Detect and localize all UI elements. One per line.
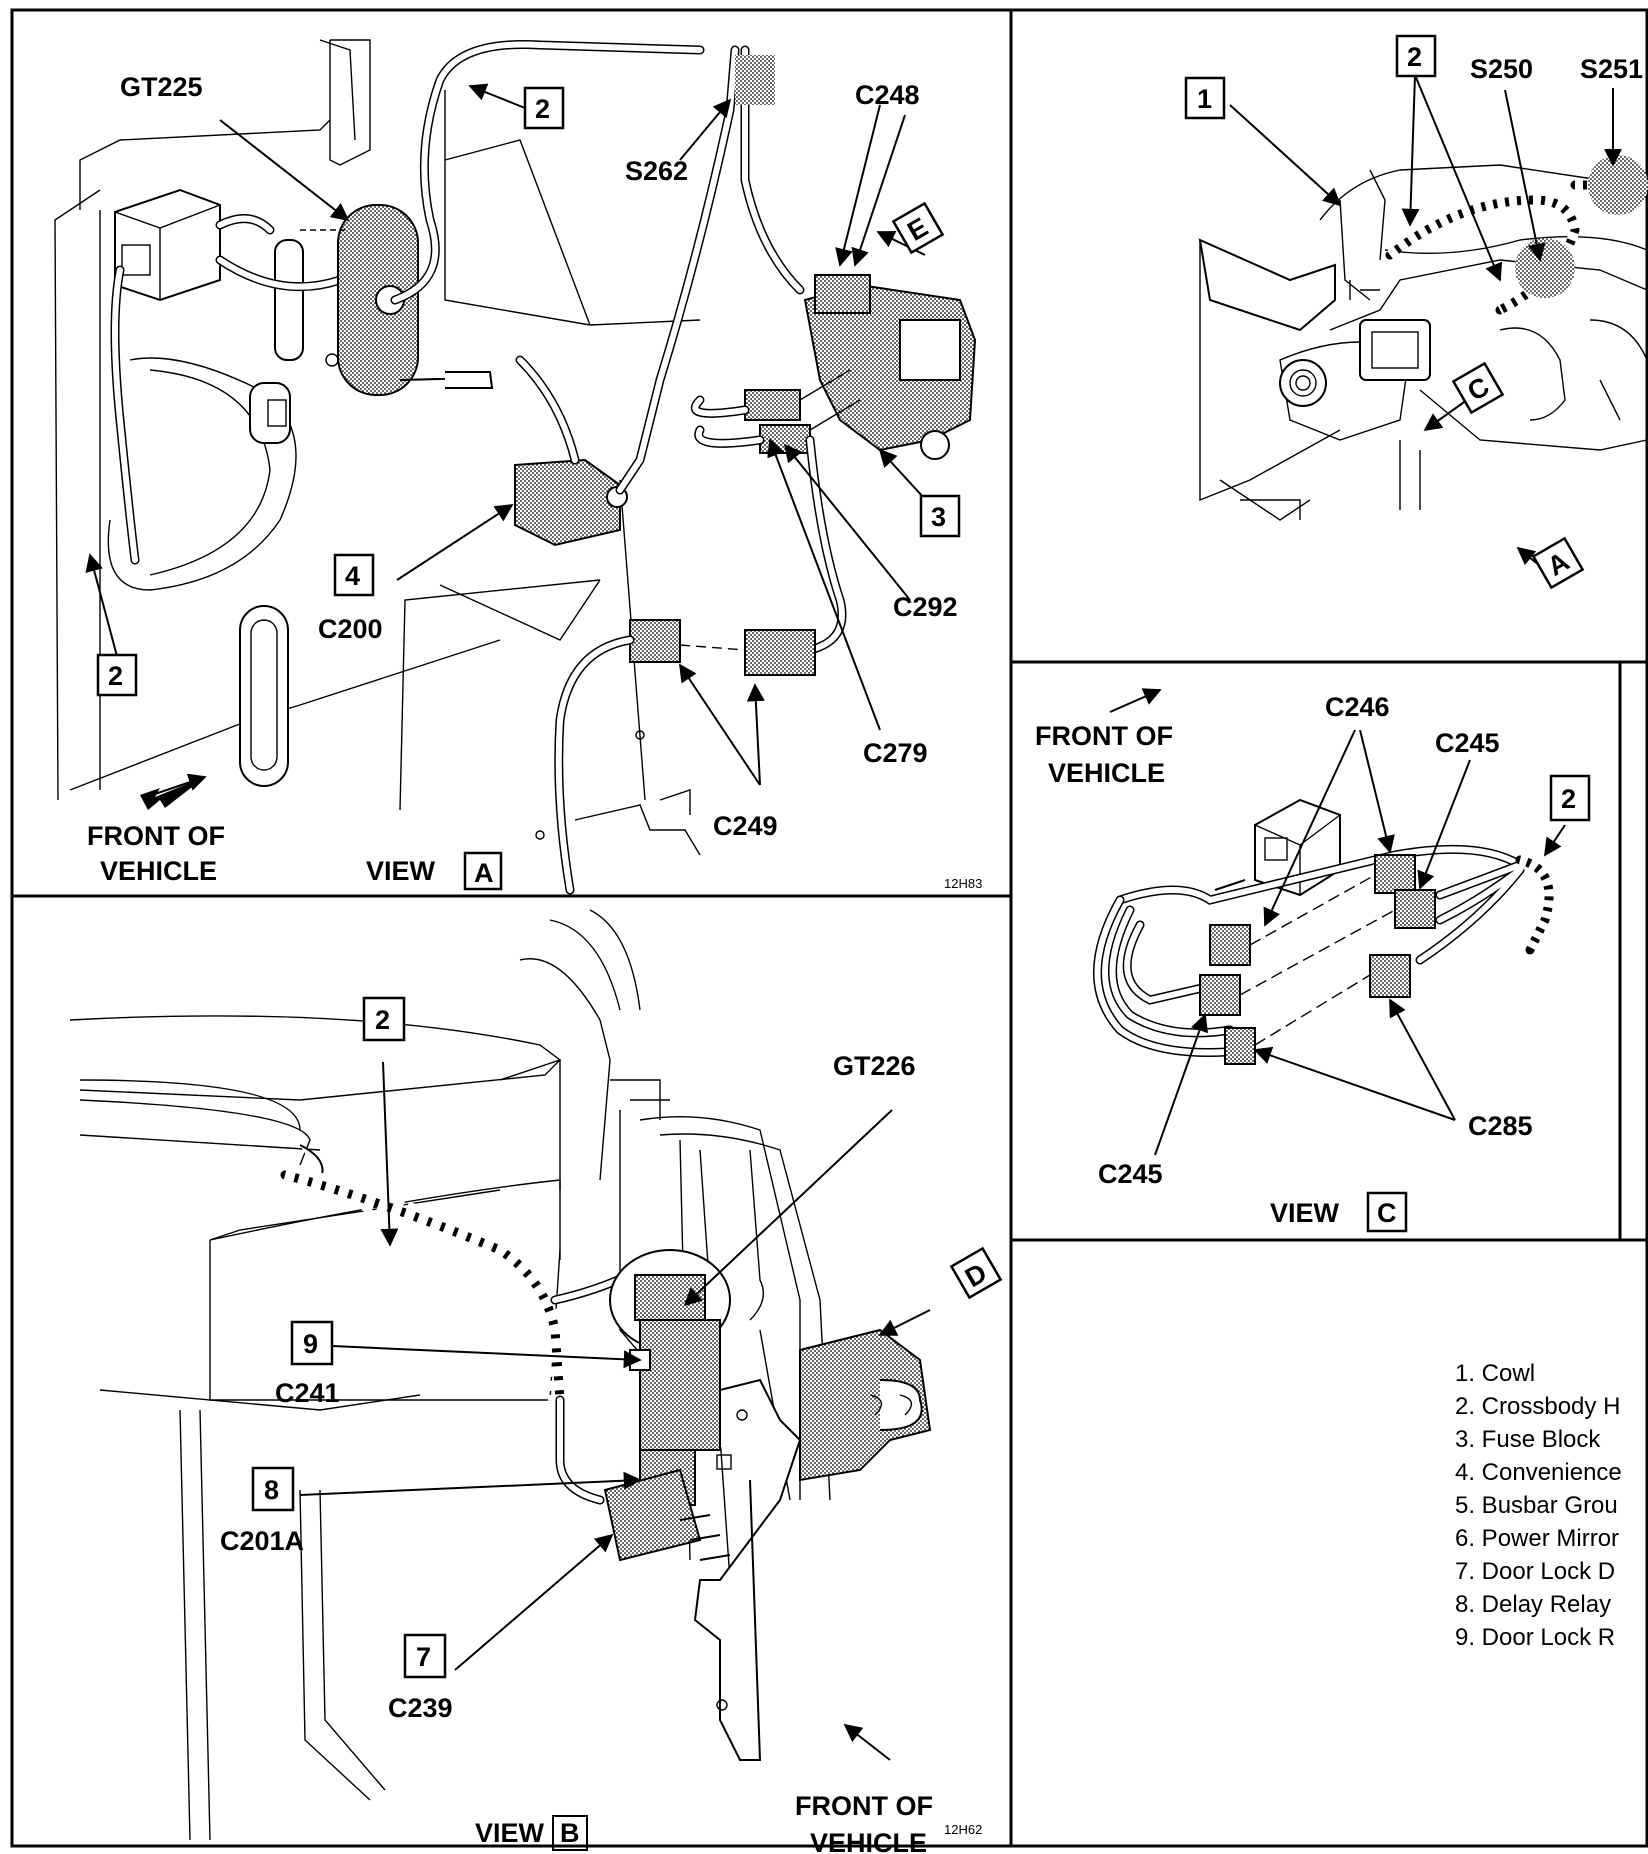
callout-a-2-left: 2 bbox=[96, 653, 138, 697]
label-s250: S250 bbox=[1470, 54, 1533, 84]
svg-text:7: 7 bbox=[416, 1642, 431, 1672]
legend-item-7: 7. Door Lock D bbox=[1455, 1558, 1615, 1585]
callout-b-8: 8 bbox=[251, 1466, 295, 1512]
legend-item-2: 2. Crossbody H bbox=[1455, 1393, 1620, 1420]
label-front-c-2: VEHICLE bbox=[1048, 758, 1165, 788]
legend-item-5: 5. Busbar Grou bbox=[1455, 1492, 1618, 1519]
legend-item-9: 9. Door Lock R bbox=[1455, 1624, 1615, 1651]
callout-cowl-1: 1 bbox=[1184, 76, 1226, 120]
label-gt225: GT225 bbox=[120, 72, 203, 102]
view-a-code: 12H83 bbox=[944, 876, 982, 891]
arrow-a-box: A bbox=[1531, 536, 1585, 590]
label-c249: C249 bbox=[713, 811, 778, 841]
legend-item-8: 8. Delay Relay bbox=[1455, 1591, 1611, 1618]
label-c292: C292 bbox=[893, 592, 958, 622]
arrow-e-box: E bbox=[891, 201, 945, 255]
view-c-title: VIEW bbox=[1270, 1198, 1340, 1228]
label-front-b-2: VEHICLE bbox=[810, 1828, 927, 1854]
callout-a-2-top: 2 bbox=[523, 86, 565, 130]
view-c-panel bbox=[1093, 688, 1566, 1156]
label-c279: C279 bbox=[863, 738, 928, 768]
view-b-panel bbox=[69, 909, 932, 1841]
label-s262: S262 bbox=[625, 156, 688, 186]
view-a-letter: A bbox=[474, 858, 494, 888]
label-c248: C248 bbox=[855, 80, 920, 110]
label-front-a-1: FRONT OF bbox=[87, 821, 225, 851]
view-b-title-text: VIEW bbox=[475, 1817, 545, 1848]
label-c201a: C201A bbox=[220, 1526, 304, 1556]
view-a-title: VIEW bbox=[366, 856, 436, 886]
label-front-a-2: VEHICLE bbox=[100, 856, 217, 886]
callout-a-4: 4 bbox=[333, 553, 375, 597]
svg-text:8: 8 bbox=[264, 1475, 279, 1505]
svg-text:9: 9 bbox=[303, 1329, 318, 1359]
svg-text:3: 3 bbox=[931, 502, 946, 532]
legend: 1. Cowl 2. Crossbody H 3. Fuse Block 4. … bbox=[1455, 1360, 1622, 1651]
view-c-labels: FRONT OF VEHICLE C246 C245 C245 C285 VIE… bbox=[1035, 692, 1591, 1233]
legend-item-3: 3. Fuse Block bbox=[1455, 1426, 1601, 1453]
view-b-footer-overlay: VIEW B bbox=[475, 1814, 588, 1852]
label-c245-top: C245 bbox=[1435, 728, 1500, 758]
view-a-panel bbox=[54, 39, 977, 895]
view-c-letter: C bbox=[1377, 1198, 1397, 1228]
label-c285: C285 bbox=[1468, 1111, 1533, 1141]
label-c245-bottom: C245 bbox=[1098, 1159, 1163, 1189]
callout-b-2: 2 bbox=[362, 996, 406, 1042]
label-c200: C200 bbox=[318, 614, 383, 644]
view-b-code: 12H62 bbox=[944, 1822, 983, 1837]
label-s251: S251 bbox=[1580, 54, 1643, 84]
cowl-panel-labels: S250 S251 1 2 C A bbox=[1184, 34, 1643, 590]
arrow-c-box: C bbox=[1451, 361, 1505, 415]
svg-text:4: 4 bbox=[345, 561, 360, 591]
view-a-labels: GT225 C248 S262 C200 C292 C279 C249 FRON… bbox=[87, 72, 982, 891]
legend-item-1: 1. Cowl bbox=[1455, 1360, 1535, 1387]
legend-item-6: 6. Power Mirror bbox=[1455, 1525, 1619, 1552]
callout-cowl-2: 2 bbox=[1395, 34, 1437, 78]
svg-text:2: 2 bbox=[1561, 784, 1576, 814]
callout-b-7: 7 bbox=[403, 1633, 447, 1679]
svg-text:1: 1 bbox=[1197, 84, 1212, 114]
arrow-d-box: D bbox=[949, 1246, 1003, 1300]
view-b-labels: GT226 C241 C201A C239 FRONT OF VEHICLE 2… bbox=[220, 996, 1003, 1854]
label-front-b-1: FRONT OF bbox=[795, 1791, 933, 1821]
callout-a-3: 3 bbox=[919, 494, 961, 538]
label-gt226: GT226 bbox=[833, 1051, 916, 1081]
label-c239: C239 bbox=[388, 1693, 453, 1723]
svg-text:2: 2 bbox=[375, 1005, 390, 1035]
svg-text:2: 2 bbox=[108, 661, 123, 691]
svg-text:2: 2 bbox=[1407, 42, 1422, 72]
panel-frames bbox=[10, 8, 1648, 1848]
view-b-letter-box: B bbox=[552, 1815, 588, 1851]
svg-text:2: 2 bbox=[535, 94, 550, 124]
legend-item-4: 4. Convenience bbox=[1455, 1459, 1622, 1486]
label-c246: C246 bbox=[1325, 692, 1390, 722]
label-front-c-1: FRONT OF bbox=[1035, 721, 1173, 751]
callout-c-2: 2 bbox=[1549, 774, 1591, 822]
label-c241: C241 bbox=[275, 1378, 340, 1408]
cowl-panel bbox=[1198, 74, 1648, 571]
callout-b-9: 9 bbox=[290, 1320, 334, 1366]
